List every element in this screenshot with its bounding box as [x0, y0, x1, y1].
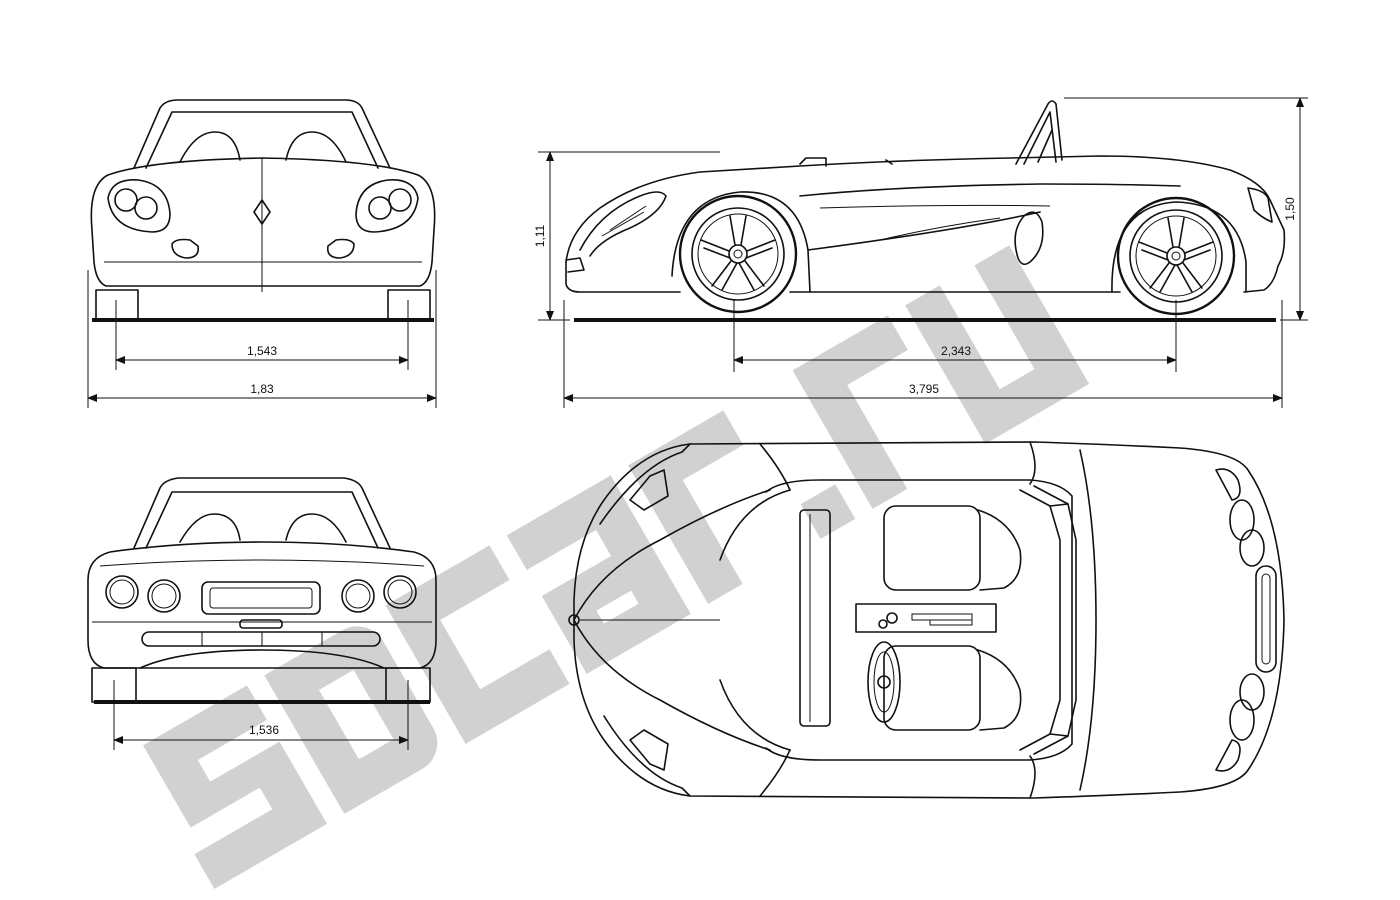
front-height-dimension: 1,11: [533, 224, 547, 247]
wheelbase-dimension: 2,343: [941, 344, 971, 358]
watermark: [143, 245, 1090, 889]
front-width-dimension: 1,83: [250, 382, 274, 396]
length-dimension: 3,795: [909, 382, 939, 396]
front-view: 1,543 1,83: [87, 99, 437, 408]
rear-view: 1,536: [87, 477, 437, 750]
side-view: 1,11 1,50 2,343 3,795: [533, 97, 1308, 408]
top-view: [568, 441, 1285, 799]
front-track-dimension: 1,543: [247, 344, 277, 358]
rear-track-dimension: 1,536: [249, 723, 279, 737]
total-height-dimension: 1,50: [1283, 197, 1297, 221]
